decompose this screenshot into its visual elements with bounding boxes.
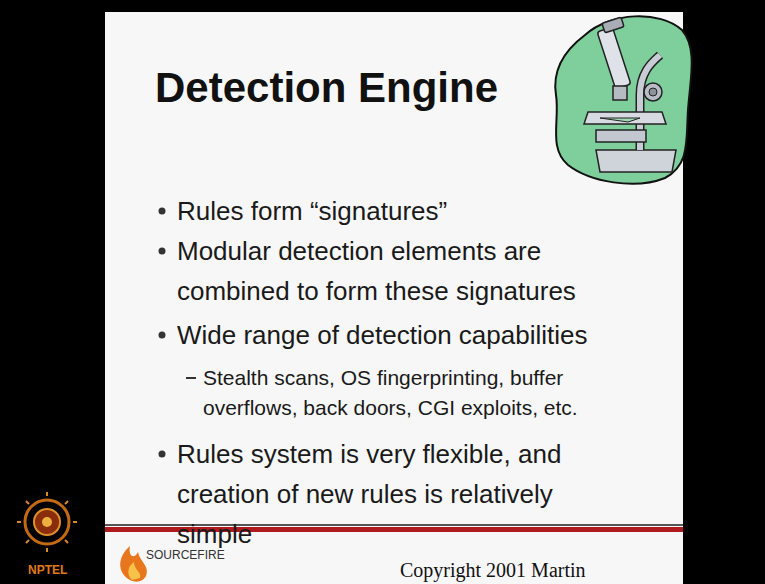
- bullet-dot: [159, 208, 166, 215]
- nptel-wordmark: NPTEL: [28, 563, 67, 577]
- bullet-dot: [159, 332, 166, 339]
- bullet-text: Rules system is very flexible, and creat…: [177, 434, 607, 554]
- bullet-text: Wide range of detection capabilities: [177, 315, 607, 355]
- copyright-note: Copyright 2001 Martin: [400, 558, 586, 582]
- bullet-dot: [159, 451, 166, 458]
- bullet-text: Modular detection elements are combined …: [177, 231, 607, 311]
- bullet-text: Rules form “signatures”: [177, 191, 607, 231]
- sub-bullet-text: Stealth scans, OS fingerprinting, buffer…: [203, 363, 603, 423]
- bullet-dot: [159, 248, 166, 255]
- nptel-logo: [17, 492, 77, 552]
- microscope-illustration: [555, 16, 691, 183]
- slide-title: Detection Engine: [155, 62, 498, 114]
- sourcefire-logo: [120, 546, 147, 582]
- logo-wordmark: SOURCEFIRE: [146, 548, 225, 562]
- bullet-dash: [186, 377, 196, 379]
